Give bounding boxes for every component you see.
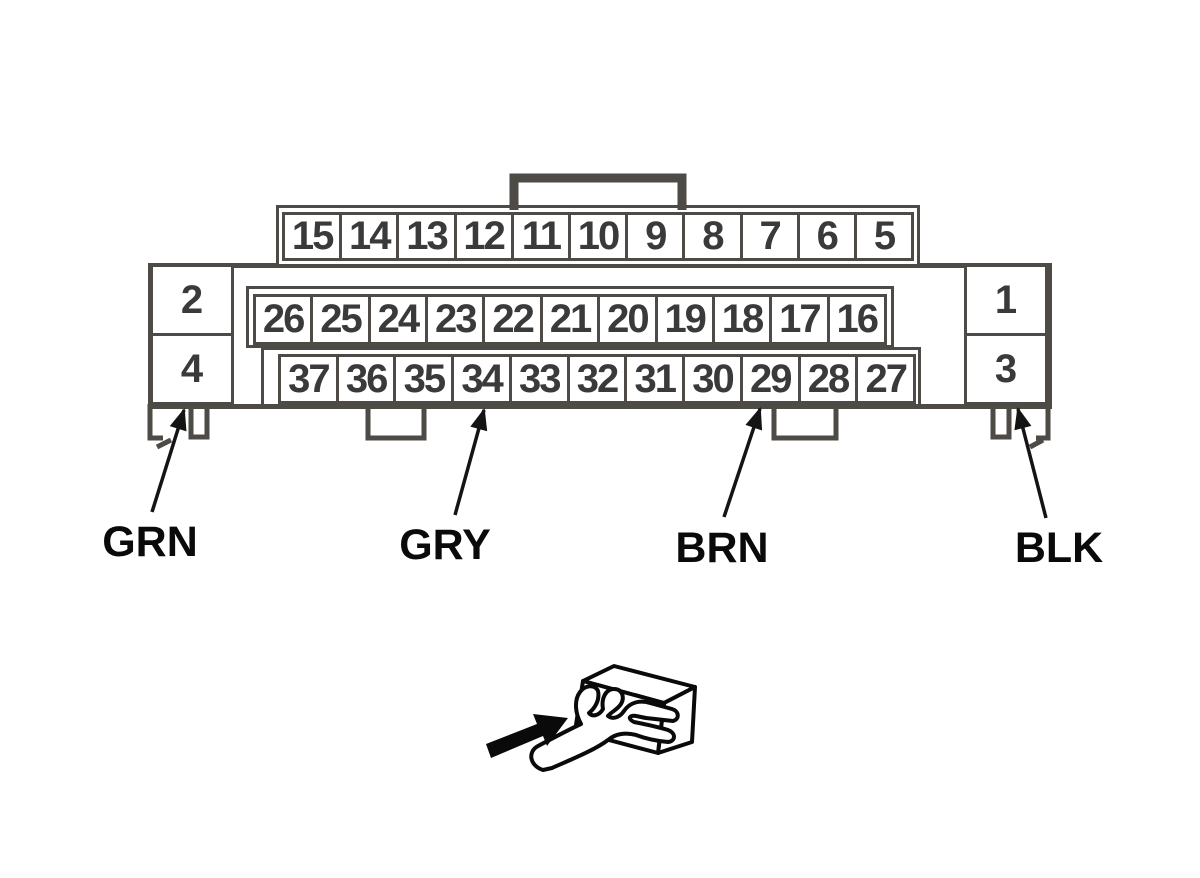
gry-arrow-icon — [453, 407, 488, 516]
pin-2: 2 — [150, 264, 234, 336]
pin-10: 10 — [567, 212, 629, 261]
wire-label-arrows — [150, 406, 1048, 519]
pin-15: 15 — [282, 212, 343, 261]
pin-19: 19 — [654, 294, 715, 345]
pin-20: 20 — [597, 294, 658, 345]
wire-color-label-grn: GRN — [102, 518, 198, 566]
pin-8: 8 — [682, 212, 743, 261]
direction-arrow-icon — [486, 714, 568, 758]
pin-33: 33 — [508, 354, 570, 404]
pin-34: 34 — [451, 354, 512, 404]
wire-color-label-brn: BRN — [675, 524, 769, 572]
wire-color-label-gry: GRY — [399, 521, 491, 569]
pin-11: 11 — [510, 212, 571, 261]
blk-arrow-icon — [1014, 406, 1048, 519]
pin-1: 1 — [964, 264, 1048, 336]
pin-30: 30 — [682, 354, 743, 404]
pin-7: 7 — [739, 212, 800, 261]
connector-mounting-feet — [147, 404, 1051, 450]
pin-26: 26 — [253, 294, 314, 345]
pin-3: 3 — [964, 333, 1048, 405]
pin-28: 28 — [797, 354, 859, 404]
pin-35: 35 — [393, 354, 455, 404]
pin-18: 18 — [711, 294, 773, 345]
pin-36: 36 — [335, 354, 397, 404]
pin-14: 14 — [339, 212, 400, 261]
pin-27: 27 — [855, 354, 917, 404]
pin-37: 37 — [278, 354, 339, 404]
pin-22: 22 — [482, 294, 543, 345]
pin-32: 32 — [566, 354, 628, 404]
brn-arrow-icon — [722, 406, 763, 518]
pin-5: 5 — [853, 212, 915, 261]
pin-31: 31 — [624, 354, 686, 404]
pin-9: 9 — [625, 212, 686, 261]
grn-arrow-icon — [150, 407, 187, 513]
pin-25: 25 — [310, 294, 371, 345]
pin-12: 12 — [453, 212, 514, 261]
pin-29: 29 — [739, 354, 801, 404]
pin-21: 21 — [539, 294, 601, 345]
pin-23: 23 — [425, 294, 486, 345]
pin-4: 4 — [150, 333, 234, 405]
hand-gripping-connector-icon — [486, 664, 697, 772]
pin-17: 17 — [769, 294, 830, 345]
wire-color-label-blk: BLK — [1014, 524, 1104, 572]
pin-13: 13 — [396, 212, 457, 261]
pin-6: 6 — [796, 212, 857, 261]
pin-16: 16 — [826, 294, 887, 345]
pin-24: 24 — [367, 294, 429, 345]
